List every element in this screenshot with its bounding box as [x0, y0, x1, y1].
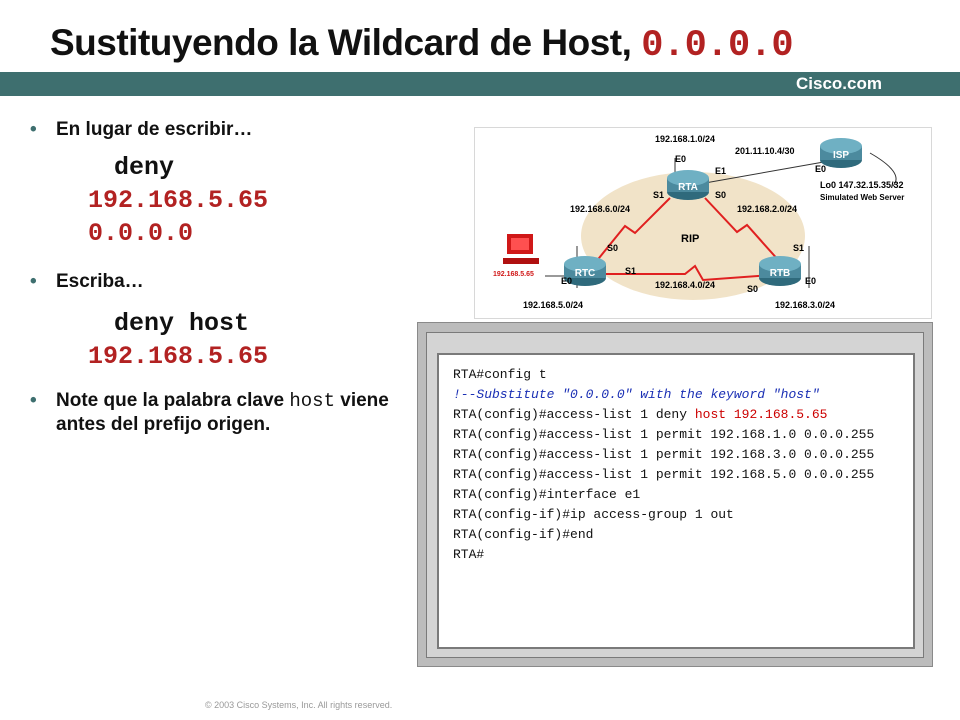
terminal-frame: RTA#config t!--Substitute "0.0.0.0" with… [426, 332, 924, 658]
bullet-list: • En lugar de escribir… deny 192.168.5.6… [30, 118, 420, 436]
rta-rtb-serial [704, 197, 781, 263]
label-net-2: 192.168.2.0/24 [737, 204, 797, 214]
code-example-1: deny 192.168.5.65 0.0.0.0 [88, 153, 269, 248]
copyright-text: © 2003 Cisco Systems, Inc. All rights re… [205, 700, 393, 710]
label-lo0: Lo0 147.32.15.35/32 [820, 180, 904, 190]
router-isp-icon: ISP [820, 138, 862, 168]
label-net-3: 192.168.3.0/24 [775, 300, 835, 310]
svg-text:S1: S1 [653, 190, 664, 200]
network-diagram: RTA ISP RTC RTB 192.168.1.0/24 [474, 127, 932, 319]
svg-text:E0: E0 [561, 276, 572, 286]
label-net-1: 192.168.1.0/24 [655, 134, 715, 144]
web-server-arrow [869, 152, 897, 187]
code-example-2: deny host 192.168.5.65 [88, 309, 269, 371]
label-net-6: 192.168.6.0/24 [570, 204, 630, 214]
bullet-1: • En lugar de escribir… [30, 119, 253, 140]
bullet-dot-icon: • [30, 390, 37, 411]
svg-text:E0: E0 [675, 154, 686, 164]
label-rip: RIP [681, 233, 699, 245]
svg-text:S1: S1 [793, 243, 804, 253]
bullet-dot-icon: • [30, 119, 37, 140]
pc-icon [503, 234, 539, 264]
terminal-window: RTA#config t!--Substitute "0.0.0.0" with… [417, 322, 933, 667]
bullet-2: • Escriba… [30, 271, 144, 292]
label-net-5: 192.168.5.0/24 [523, 300, 583, 310]
slide-title: Sustituyendo la Wildcard de Host, 0.0.0.… [50, 22, 794, 67]
svg-text:RTC: RTC [575, 268, 596, 279]
svg-text:E0: E0 [815, 164, 826, 174]
label-pc-ip: 192.168.5.65 [493, 271, 534, 278]
svg-text:S0: S0 [607, 243, 618, 253]
rta-rtc-serial [594, 197, 671, 264]
svg-text:E0: E0 [805, 276, 816, 286]
terminal-output: RTA#config t!--Substitute "0.0.0.0" with… [437, 353, 915, 649]
svg-text:S0: S0 [715, 190, 726, 200]
svg-text:S1: S1 [625, 266, 636, 276]
rip-domain-area [581, 172, 805, 300]
svg-text:RTB: RTB [770, 268, 791, 279]
svg-text:S0: S0 [747, 284, 758, 294]
label-net-4: 192.168.4.0/24 [655, 280, 715, 290]
title-text: Sustituyendo la Wildcard de Host, [50, 22, 642, 63]
router-rtc-icon: RTC [564, 256, 606, 286]
rta-isp-link [687, 159, 836, 187]
bullet-dot-icon: • [30, 271, 37, 292]
router-rta-icon: RTA [667, 170, 709, 200]
svg-text:E1: E1 [715, 166, 726, 176]
bullet-3: • Note que la palabra clave host viene a… [30, 390, 389, 435]
terminal-lines: RTA#config t!--Substitute "0.0.0.0" with… [453, 367, 875, 562]
svg-text:RTA: RTA [678, 182, 698, 193]
cisco-logo-text: Cisco.com [796, 74, 882, 93]
header-bar: Cisco.com [0, 72, 960, 96]
title-code: 0.0.0.0 [641, 25, 794, 67]
label-net-isp: 201.11.10.4/30 [735, 146, 795, 156]
router-rtb-icon: RTB [759, 256, 801, 286]
rtc-rtb-serial [603, 264, 786, 282]
label-web-server: Simulated Web Server [820, 193, 904, 202]
svg-text:ISP: ISP [833, 150, 849, 161]
